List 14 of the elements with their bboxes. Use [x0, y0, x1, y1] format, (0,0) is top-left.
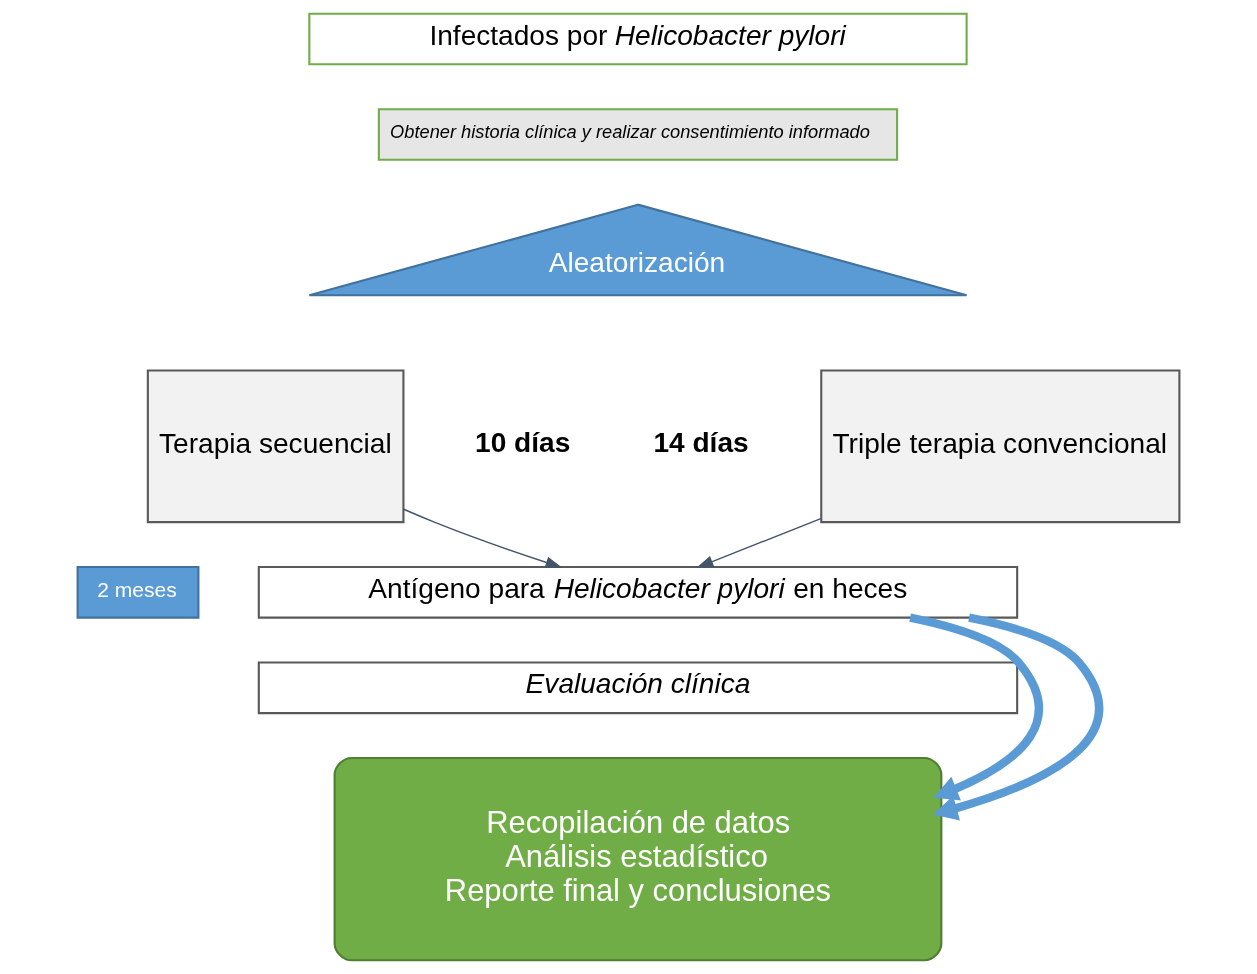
- node-label: 10 días: [475, 426, 571, 458]
- node-box: Terapia secuencial: [146, 369, 405, 524]
- node-box: Antígeno para Helicobacter pylori en heces: [257, 566, 1019, 619]
- node-box: Recopilación de datos Análisis estadístico Reporte final y conclusiones: [333, 757, 943, 962]
- arrow: [403, 508, 563, 568]
- node-box: 2 meses: [76, 566, 200, 619]
- node-box: Infectados por Helicobacter pylori: [308, 12, 968, 66]
- arrow: [909, 613, 1043, 801]
- node-box: Triple terapia convencional: [820, 369, 1181, 524]
- node-label: 14 días: [653, 426, 749, 458]
- node-box: Evaluación clínica: [257, 661, 1019, 715]
- node-box: Obtener historia clínica y realizar consentimiento informado: [377, 108, 899, 161]
- arrow: [932, 613, 1104, 821]
- arrow: [696, 517, 822, 568]
